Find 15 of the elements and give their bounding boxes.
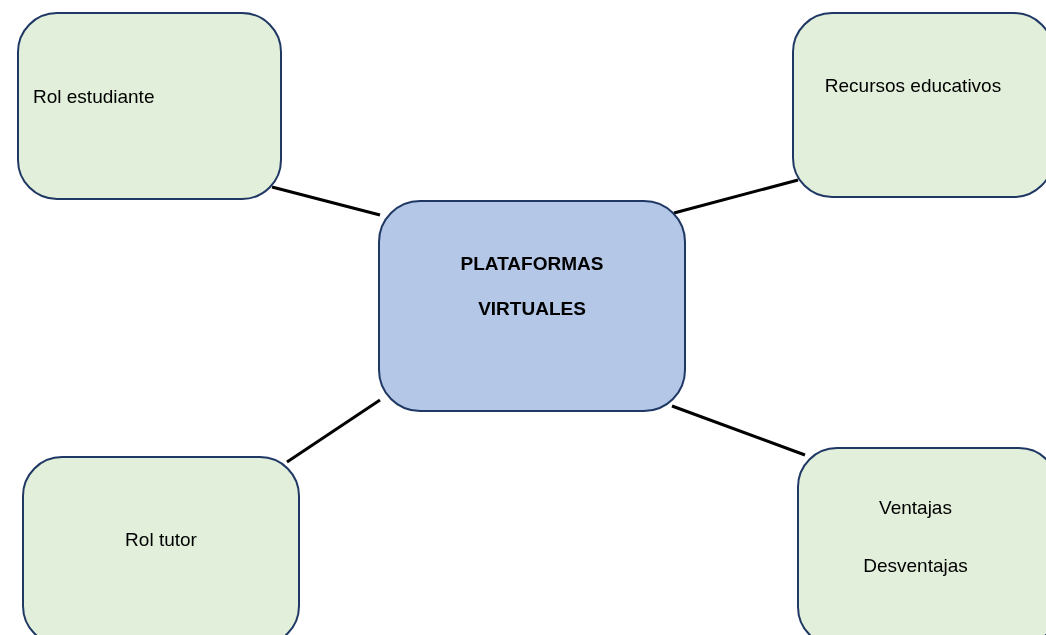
central-topic-box xyxy=(378,200,686,412)
topic-box xyxy=(17,12,282,200)
connector-line xyxy=(286,398,381,464)
topic-label: Ventajas xyxy=(878,496,953,520)
topic-label: PLATAFORMAS VIRTUALES xyxy=(459,252,605,321)
connector-line xyxy=(271,185,381,217)
topic-label: Desventajas xyxy=(862,554,969,578)
topic-box xyxy=(797,447,1046,635)
topic-box xyxy=(22,456,300,635)
topic-label: Rol estudiante xyxy=(33,84,156,109)
topic-label: Recursos educativos xyxy=(823,73,1003,98)
connector-line xyxy=(673,178,799,215)
topic-label: Rol tutor xyxy=(124,527,198,552)
topic-box xyxy=(792,12,1046,198)
connector-line xyxy=(671,404,806,457)
